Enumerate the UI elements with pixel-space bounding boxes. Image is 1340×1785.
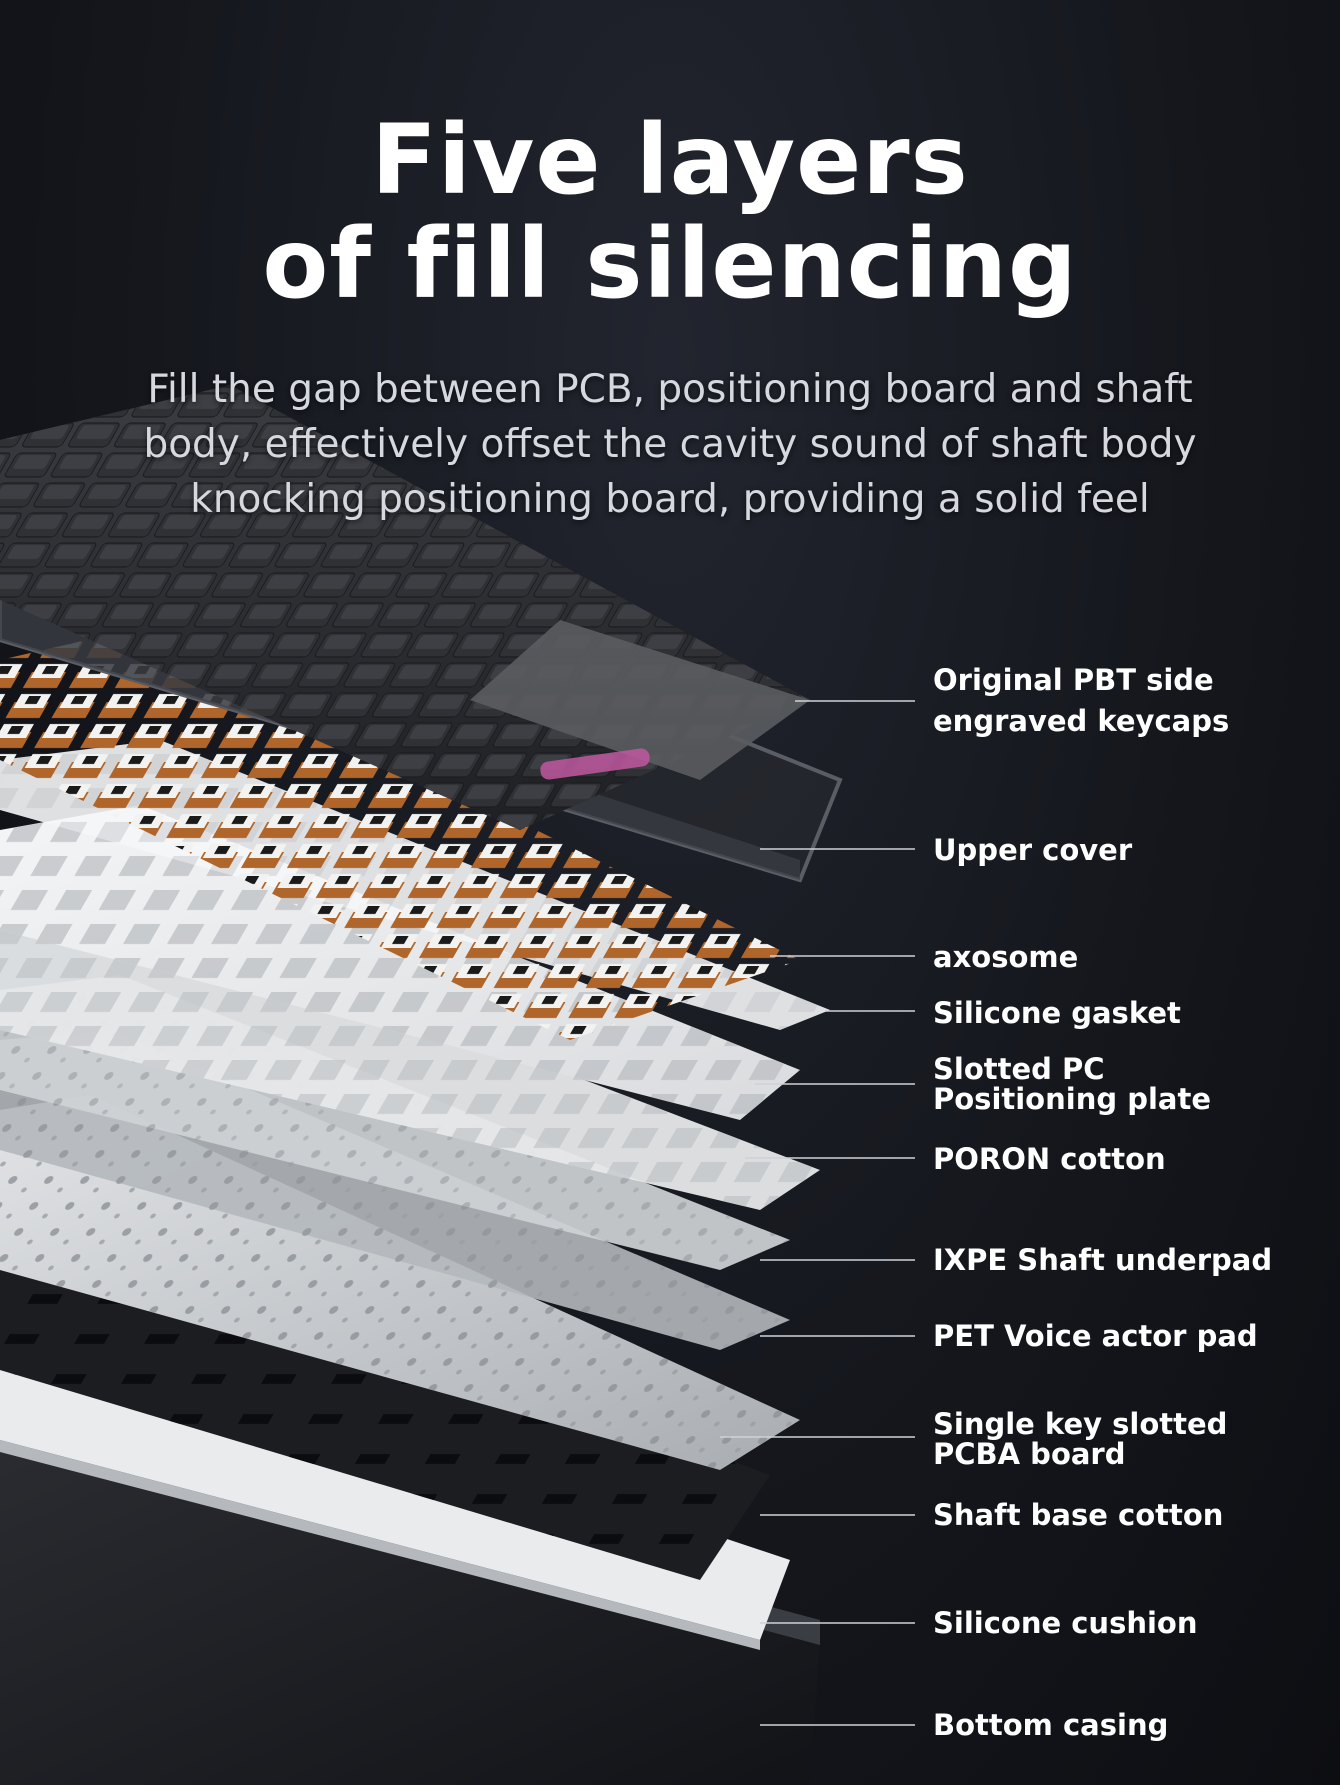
- layer-label-line: Silicone cushion: [933, 1606, 1198, 1640]
- layer-label-poron-cotton: PORON cotton: [933, 1144, 1166, 1174]
- layer-label-silicone-cushion: Silicone cushion: [933, 1608, 1197, 1638]
- layer-label-line: Silicone gasket: [933, 996, 1181, 1030]
- layer-label-line: PET Voice actor pad: [933, 1319, 1258, 1353]
- layer-label-line: IXPE Shaft underpad: [933, 1243, 1273, 1277]
- layer-label-line: Positioning plate: [933, 1082, 1211, 1116]
- layer-label-line: PCBA board: [933, 1437, 1126, 1471]
- switch-layer: [0, 630, 800, 1040]
- layer-label-upper-cover: Upper cover: [933, 835, 1132, 865]
- leader-lines: [720, 700, 915, 1726]
- layer-label-bottom-casing: Bottom casing: [933, 1710, 1168, 1740]
- layer-label-pcba-board: Single key slotted PCBA board: [933, 1409, 1227, 1469]
- page-subtitle: Fill the gap between PCB, positioning bo…: [143, 367, 1197, 522]
- layer-label-line: axosome: [933, 940, 1079, 974]
- layer-label-pc-plate: Slotted PC Positioning plate: [933, 1054, 1211, 1114]
- title-line-1: Five layers: [371, 104, 969, 216]
- layer-label-line: PORON cotton: [933, 1142, 1166, 1176]
- layer-label-silicone-gasket: Silicone gasket: [933, 998, 1181, 1028]
- layer-label-line: Slotted PC: [933, 1052, 1105, 1086]
- pc-plate-layer: [0, 805, 800, 1120]
- layer-label-axosome: axosome: [933, 942, 1078, 972]
- layer-label-pet-pad: PET Voice actor pad: [933, 1321, 1258, 1351]
- page-title: Five layers of fill silencing: [0, 108, 1340, 316]
- layer-label-line: engraved keycaps: [933, 704, 1230, 738]
- layer-label-pbt-keycaps: Original PBT side engraved keycaps: [933, 665, 1229, 736]
- layer-label-ixpe-underpad: IXPE Shaft underpad: [933, 1245, 1272, 1275]
- layer-label-line: Single key slotted: [933, 1407, 1228, 1441]
- poron-cotton-layer: [0, 910, 820, 1210]
- layer-label-line: Bottom casing: [933, 1708, 1169, 1742]
- keycap-layer: [0, 385, 810, 830]
- layer-label-shaft-base-cotton: Shaft base cotton: [933, 1500, 1223, 1530]
- layer-label-line: Original PBT side: [933, 663, 1214, 697]
- layer-label-line: Upper cover: [933, 833, 1133, 867]
- title-line-2: of fill silencing: [262, 208, 1078, 320]
- layer-label-line: Shaft base cotton: [933, 1498, 1224, 1532]
